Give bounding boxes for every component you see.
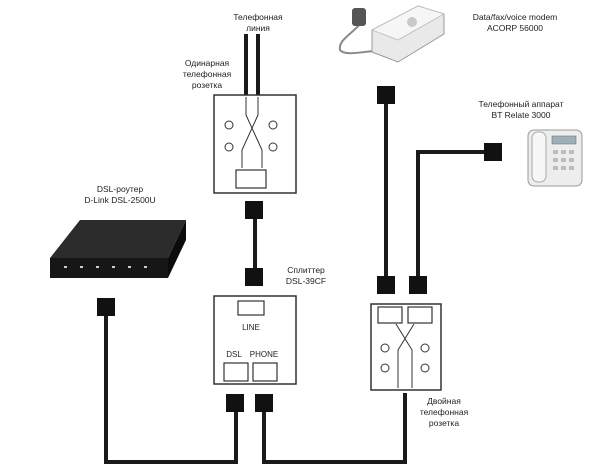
router-led (96, 266, 99, 268)
label-line: телефонная (182, 69, 232, 79)
phone-key (553, 150, 558, 154)
socket-inner-wire (241, 114, 259, 168)
socket-screw (380, 363, 390, 373)
splitter-line-jack (237, 300, 265, 316)
double-socket-label: Двойная телефонная розетка (408, 396, 480, 429)
router-led (128, 266, 131, 268)
splitter-line-label: LINE (242, 323, 260, 332)
label-line: BT Relate 3000 (491, 110, 551, 120)
double-socket-jack-right (407, 306, 433, 324)
socket-jack (235, 169, 267, 189)
phone-key (553, 166, 558, 170)
rj11-plug-icon (245, 201, 263, 219)
phone-key (569, 166, 574, 170)
router-side (168, 220, 186, 278)
phone-line-label: Телефонная линия (210, 12, 306, 34)
label-line: Телефонный аппарат (478, 99, 564, 109)
rj11-plug-icon (245, 268, 263, 286)
phone-key (553, 158, 558, 162)
plugs (97, 86, 502, 412)
dsl-router-icon (50, 220, 186, 278)
label-line: розетка (428, 418, 460, 428)
modem-logo (407, 17, 417, 27)
rj11-plug-icon (255, 394, 273, 412)
double-phone-socket (370, 303, 442, 391)
phone-key (561, 158, 566, 162)
label-line: ACORP 56000 (486, 23, 544, 33)
socket-screw (268, 120, 278, 130)
modem-icon (338, 5, 446, 63)
splitter-phone-jack (252, 362, 278, 382)
cables (104, 34, 492, 464)
socket-screw (268, 142, 278, 152)
rj11-plug-icon (377, 276, 395, 294)
phone-set-icon (527, 129, 583, 187)
single-phone-socket (213, 94, 297, 194)
rj11-plug-icon (226, 394, 244, 412)
router-led (64, 266, 67, 268)
socket-inner-wire (245, 114, 263, 168)
socket-screw (420, 363, 430, 373)
router-top (50, 220, 186, 258)
socket-screw (380, 343, 390, 353)
phone-key (569, 150, 574, 154)
phone-key (561, 166, 566, 170)
label-line: розетка (191, 80, 223, 90)
phone-set-label: Телефонный аппарат BT Relate 3000 (458, 99, 584, 121)
single-socket-label: Одинарная телефонная розетка (165, 58, 249, 91)
label-line: DSL-роутер (96, 184, 144, 194)
socket-screw (420, 343, 430, 353)
router-led (112, 266, 115, 268)
rj11-plug-icon (409, 276, 427, 294)
phone-key (569, 158, 574, 162)
socket-screw (224, 142, 234, 152)
splitter-dsl-jack (223, 362, 249, 382)
router-led (80, 266, 83, 268)
label-line: Одинарная (184, 58, 230, 68)
label-line: Телефонная (233, 12, 283, 22)
label-line: телефонная (419, 407, 469, 417)
modem-adapter (352, 8, 366, 26)
phone-handset (531, 131, 547, 183)
router-led (144, 266, 147, 268)
label-line: Data/fax/voice modem (472, 12, 558, 22)
label-line: D-Link DSL-2500U (84, 195, 156, 205)
socket-screw (224, 120, 234, 130)
rj11-plug-icon (377, 86, 395, 104)
modem-label: Data/fax/voice modem ACORP 56000 (456, 12, 574, 34)
splitter-phone-label: PHONE (250, 350, 278, 359)
double-socket-wire (395, 323, 413, 388)
double-socket-wire (397, 323, 415, 388)
splitter-dsl-label: DSL (226, 350, 242, 359)
splitter-box (213, 295, 297, 385)
splitter-label: Сплиттер DSL-39CF (270, 265, 342, 287)
rj11-plug-icon (484, 143, 502, 161)
dsl-router-label: DSL-роутер D-Link DSL-2500U (60, 184, 180, 206)
router-front (50, 258, 168, 278)
label-line: Двойная (427, 396, 461, 406)
splitter-to-double-socket-cable (262, 393, 407, 464)
double-socket-jack-left (377, 306, 403, 324)
phone-key (561, 150, 566, 154)
phone-set-cable (416, 150, 492, 278)
rj11-plug-icon (97, 298, 115, 316)
router-to-splitter-cable (104, 308, 238, 464)
label-line: линия (246, 23, 270, 33)
label-line: DSL-39CF (285, 276, 327, 286)
phone-display (551, 135, 577, 145)
label-line: Сплиттер (287, 265, 325, 275)
